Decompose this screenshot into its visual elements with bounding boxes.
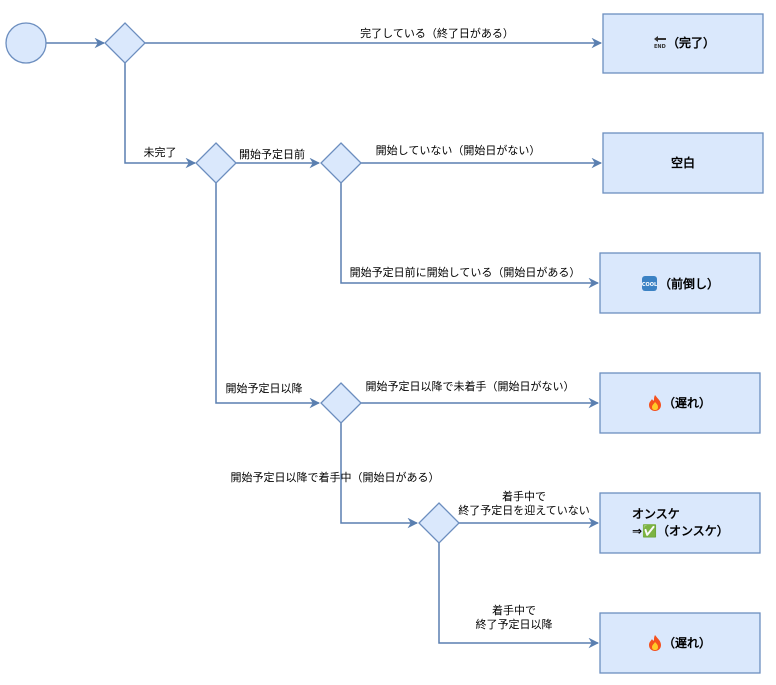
result-onschedule-label-1: オンスケ xyxy=(632,507,680,521)
label-in-progress-before-end-2: 終了予定日を迎えていない xyxy=(458,503,589,517)
result-late1-box xyxy=(599,372,761,434)
edge-after-planned-start xyxy=(215,183,321,409)
svg-text:END: END xyxy=(654,44,666,50)
edge-started-early xyxy=(340,183,600,289)
cool-button-icon: COOL xyxy=(642,276,658,291)
end-arrow-icon: END xyxy=(654,36,666,50)
result-late2-label: （遅れ） xyxy=(663,635,711,650)
result-late2-box xyxy=(599,612,761,674)
label-started-early: 開始予定日前に開始している（開始日がある） xyxy=(350,265,581,279)
label-completed: 完了している（終了日がある） xyxy=(360,26,514,40)
result-onschedule-box xyxy=(599,492,761,554)
result-blank-box xyxy=(602,132,764,194)
fire-icon xyxy=(649,395,661,411)
label-in-progress-before-end-1: 着手中で xyxy=(502,489,546,503)
result-blank-label: 空白 xyxy=(671,155,695,170)
label-in-progress-after-end-2: 終了予定日以降 xyxy=(476,617,553,631)
result-late1-label: （遅れ） xyxy=(663,395,711,410)
svg-text:COOL: COOL xyxy=(642,282,658,288)
decision-completed xyxy=(104,22,146,64)
label-in-progress-after-end-1: 着手中で xyxy=(492,603,536,617)
decision-started-before xyxy=(320,142,362,184)
result-done-label: （完了） xyxy=(667,35,715,50)
result-early-box xyxy=(599,252,761,314)
start-node xyxy=(5,22,47,64)
result-onschedule-label-2: ⇒✅（オンスケ） xyxy=(632,523,729,538)
fire-icon xyxy=(649,635,661,651)
decision-end-date xyxy=(418,502,460,544)
edge-in-progress-after-end xyxy=(438,543,600,649)
result-done-box xyxy=(602,13,764,74)
decision-planned-start xyxy=(195,142,237,184)
label-after-in-progress: 開始予定日以降で着手中（開始日がある） xyxy=(231,470,440,484)
label-after-planned-start: 開始予定日以降 xyxy=(226,381,303,395)
decision-started-after xyxy=(320,382,362,424)
edge-not-completed xyxy=(124,63,197,169)
edge-after-in-progress xyxy=(340,423,419,529)
result-early-label: （前倒し） xyxy=(659,276,719,291)
label-not-started: 開始していない（開始日がない） xyxy=(376,143,541,157)
label-before-planned-start: 開始予定日前 xyxy=(239,147,305,161)
label-after-not-started: 開始予定日以降で未着手（開始日がない） xyxy=(366,379,575,393)
label-not-completed: 未完了 xyxy=(144,145,177,159)
